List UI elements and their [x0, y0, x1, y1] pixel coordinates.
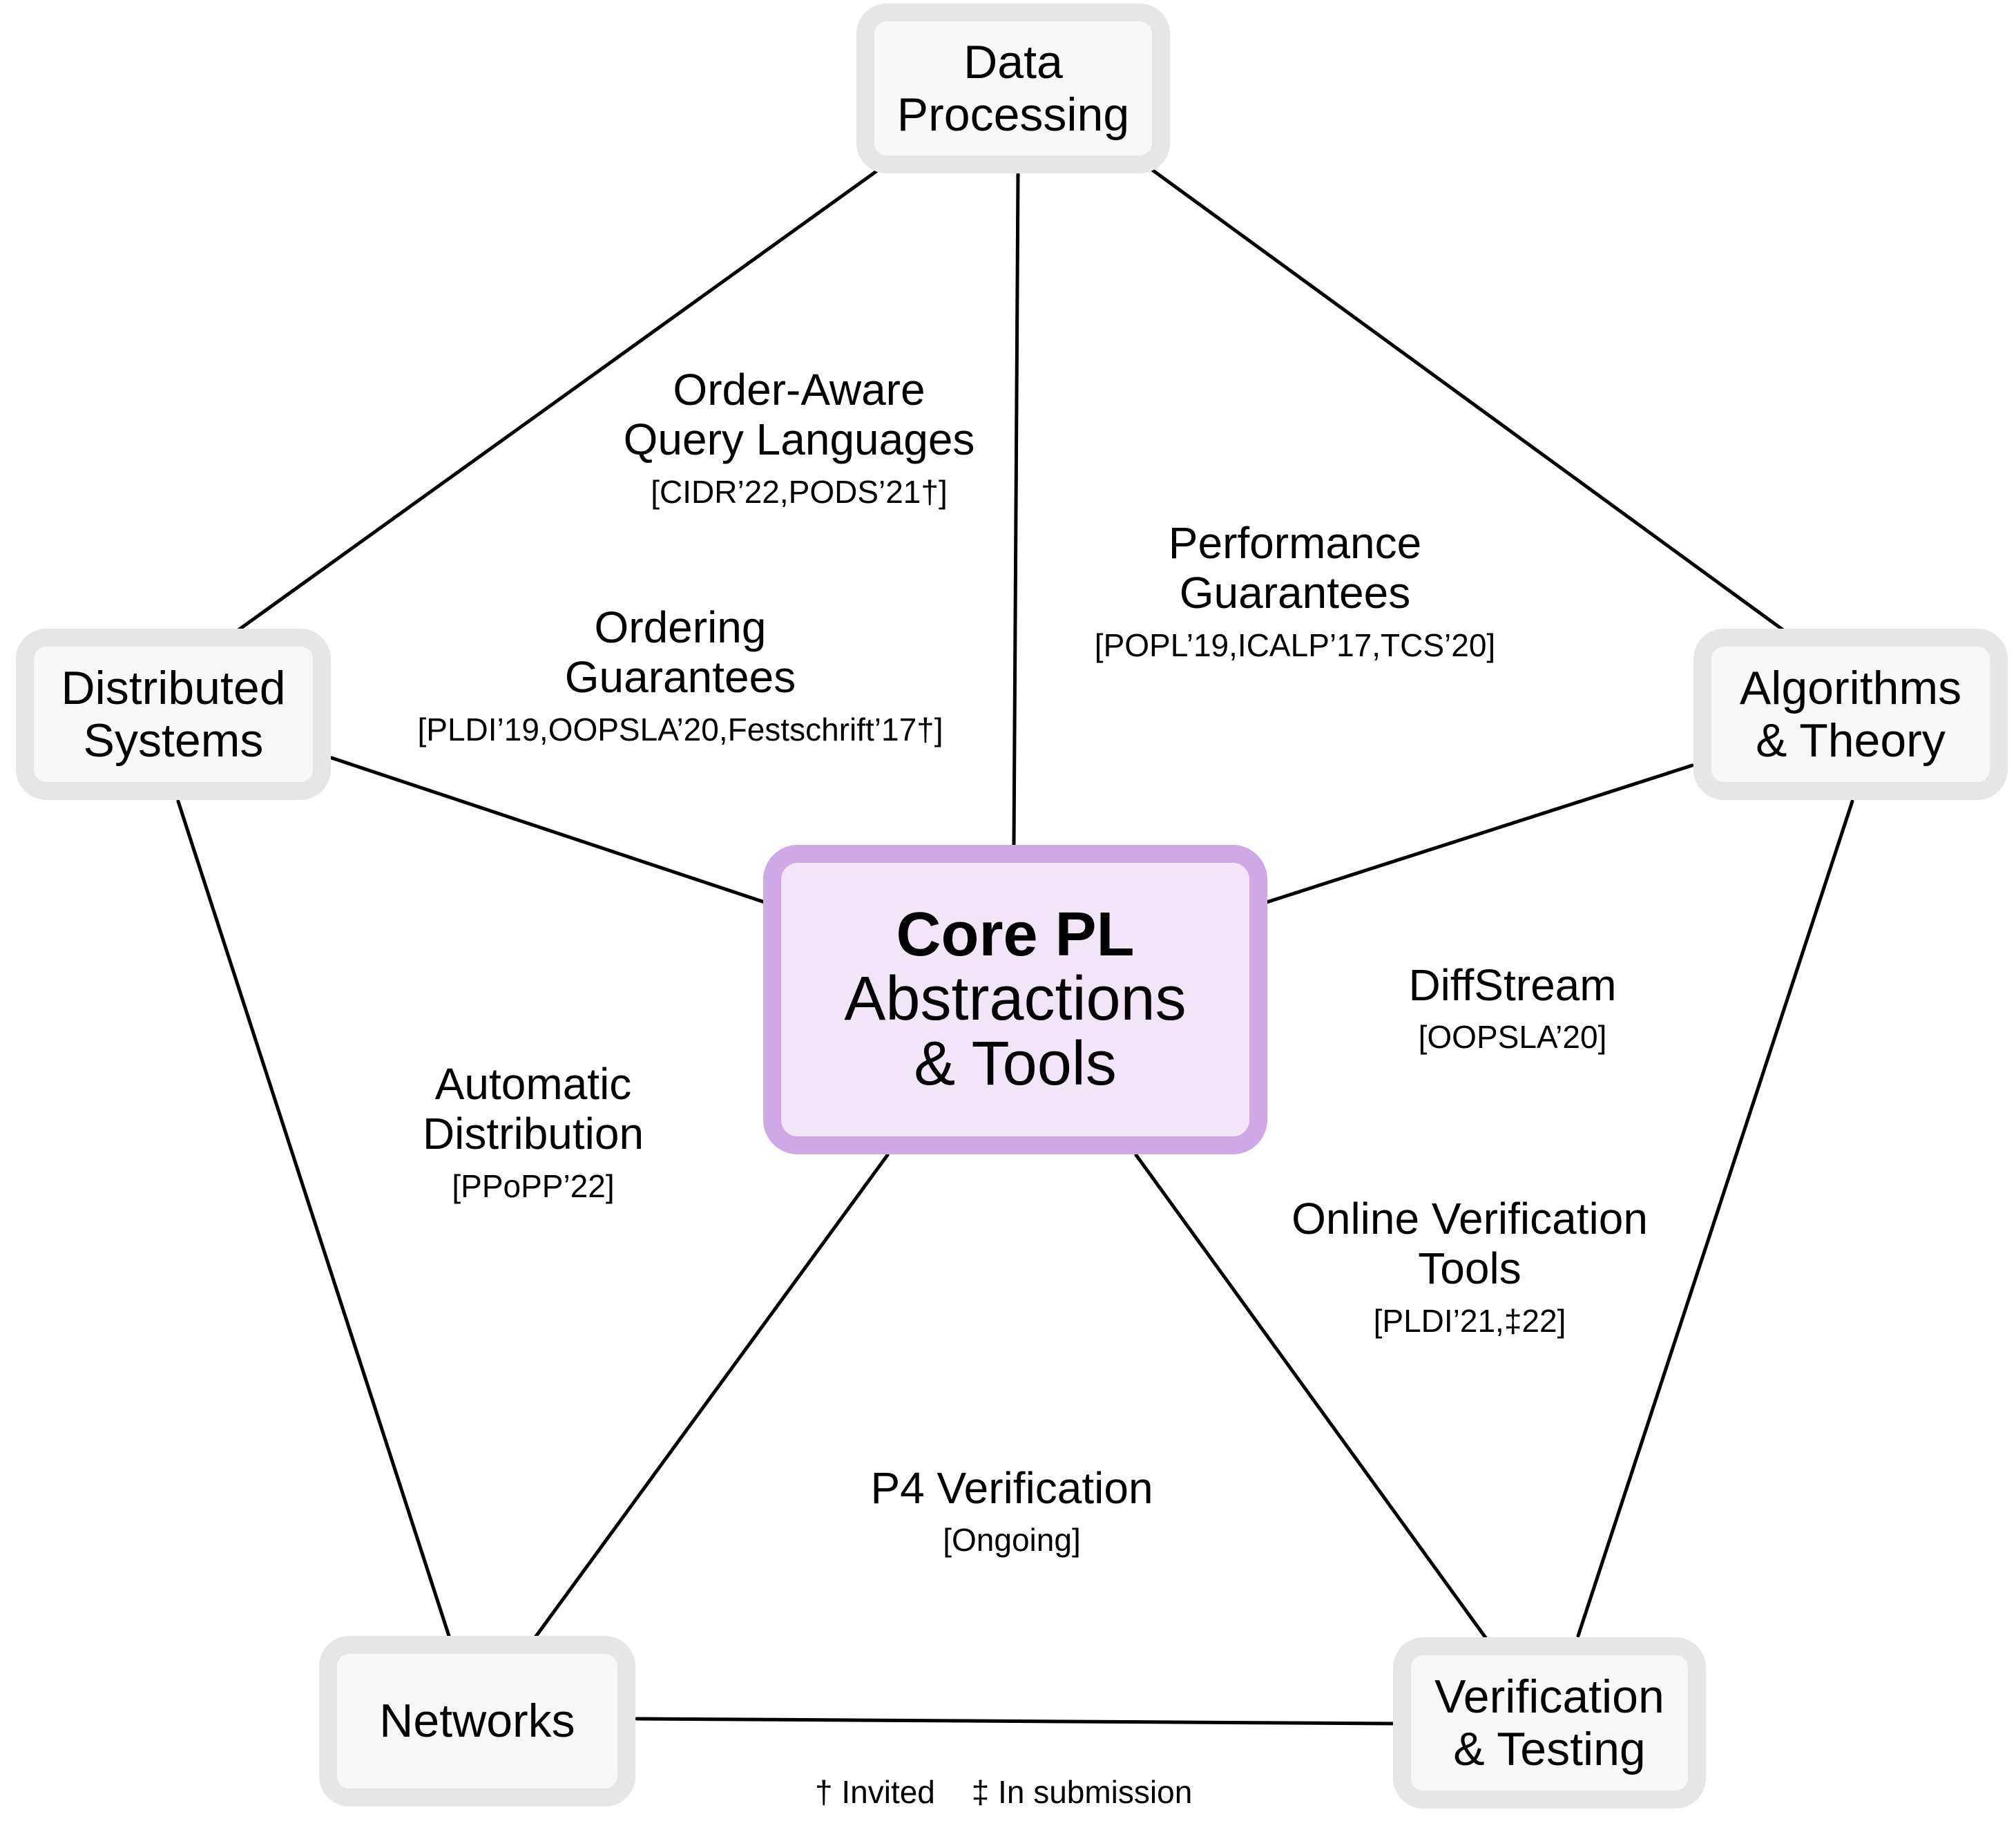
label-refs: [CIDR’22,PODS’21†]	[651, 473, 948, 510]
node-line: & Testing	[1453, 1723, 1646, 1775]
node-line: & Theory	[1756, 714, 1946, 767]
edge-core-verification	[1134, 1153, 1488, 1641]
legend-invited: † Invited	[815, 1774, 935, 1810]
node-line: Networks	[379, 1695, 575, 1748]
label-title: Order-Aware	[673, 365, 925, 414]
edge-data-algorithms	[1149, 167, 1785, 632]
edge-core-networks	[533, 1153, 890, 1639]
label-performance: Performance Guarantees [POPL’19,ICALP’17…	[1095, 518, 1495, 664]
node-distributed-systems: Distributed Systems	[16, 629, 331, 800]
label-refs: [Ongoing]	[943, 1522, 1081, 1558]
edge-algorithms-verification	[1576, 799, 1854, 1638]
label-p4-verification: P4 Verification [Ongoing]	[870, 1463, 1153, 1558]
edge-networks-verification	[635, 1717, 1395, 1726]
label-title: Guarantees	[564, 652, 796, 703]
edge-core-algorithms	[1265, 763, 1694, 904]
label-title: Guarantees	[1179, 568, 1411, 618]
label-title: P4 Verification	[870, 1463, 1153, 1513]
label-refs: [PLDI’21,‡22]	[1373, 1302, 1566, 1339]
label-ordering: Ordering Guarantees [PLDI’19,OOPSLA’20,F…	[417, 602, 943, 748]
edge-distributed-data	[236, 167, 881, 632]
node-line: Data	[963, 35, 1063, 88]
label-title: Ordering	[594, 602, 767, 652]
node-line: Algorithms	[1739, 661, 1962, 714]
label-title: Tools	[1418, 1243, 1521, 1294]
label-title: Distribution	[422, 1109, 644, 1159]
node-core-pl: Core PL Abstractions & Tools	[763, 845, 1267, 1154]
node-line: Verification	[1434, 1670, 1664, 1723]
edge-data-core	[1012, 172, 1020, 847]
label-automatic: Automatic Distribution [PPoPP’22]	[423, 1059, 644, 1205]
node-data-processing: Data Processing	[856, 3, 1170, 173]
legend: † Invited ‡ In submission	[815, 1773, 1220, 1811]
label-refs: [OOPSLA’20]	[1418, 1019, 1607, 1056]
legend-in-submission: ‡ In submission	[971, 1774, 1193, 1810]
node-verification-testing: Verification & Testing	[1393, 1637, 1706, 1809]
label-title: Automatic	[434, 1059, 632, 1109]
label-online-verification: Online Verification Tools [PLDI’21,‡22]	[1292, 1194, 1648, 1339]
edge-distributed-networks	[176, 799, 451, 1638]
node-networks: Networks	[319, 1636, 635, 1806]
node-line: Distributed	[61, 661, 286, 714]
label-order-aware: Order-Aware Query Languages [CIDR’22,POD…	[624, 365, 975, 511]
edge-distributed-core	[329, 756, 767, 904]
node-algorithms-theory: Algorithms & Theory	[1693, 629, 2008, 800]
core-line: & Tools	[914, 1029, 1117, 1098]
label-title: Performance	[1168, 518, 1422, 568]
core-line: Abstractions	[844, 964, 1187, 1034]
label-refs: [PLDI’19,OOPSLA’20,Festschrift’17†]	[417, 711, 943, 747]
label-title: Online Verification	[1292, 1194, 1648, 1243]
core-title: Core PL	[896, 899, 1135, 969]
label-refs: [PPoPP’22]	[452, 1167, 615, 1204]
label-title: DiffStream	[1408, 960, 1617, 1010]
node-line: Systems	[83, 714, 264, 767]
node-line: Processing	[896, 88, 1130, 141]
label-refs: [POPL’19,ICALP’17,TCS’20]	[1094, 627, 1496, 663]
label-diffstream: DiffStream [OOPSLA’20]	[1408, 960, 1616, 1056]
label-title: Query Languages	[623, 414, 975, 465]
